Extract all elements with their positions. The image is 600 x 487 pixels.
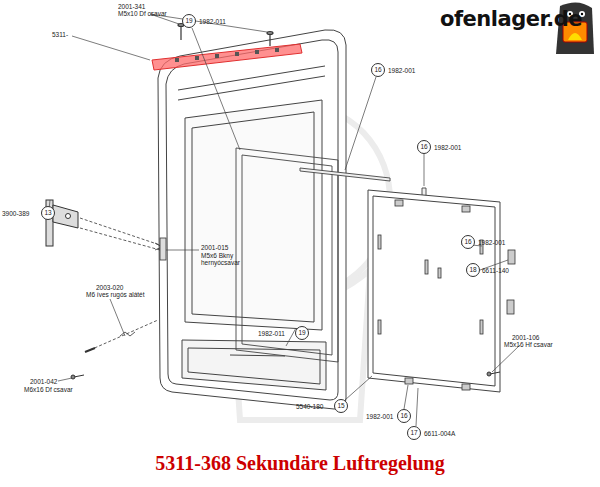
part-label: M6x16 Df csavar <box>24 386 73 393</box>
callout-circle: 13 <box>41 206 55 220</box>
callout-circle: 19 <box>295 326 309 340</box>
callout-circle: 15 <box>334 399 348 413</box>
part-label: 2001-042 <box>30 378 57 385</box>
part-label: 1982-011 <box>199 18 226 25</box>
callout-number: 16 <box>400 413 407 420</box>
logo-text: ofenlager.de <box>440 8 582 31</box>
callout-circle: 18 <box>466 263 480 277</box>
callout-number: 18 <box>469 267 476 274</box>
callout-circle: 16 <box>397 409 411 423</box>
gasket <box>236 148 338 362</box>
callout-number: 16 <box>464 239 471 246</box>
callout-number: 13 <box>44 210 51 217</box>
part-label: 5540-180 <box>296 403 323 410</box>
callout-circle: 16 <box>461 235 475 249</box>
assembly-lines <box>80 218 166 352</box>
part-label: 1982-001 <box>478 239 505 246</box>
bar-slots <box>175 48 279 62</box>
part-label: 2001-341 <box>118 3 145 10</box>
page-title: 5311-368 Sekundäre Luftregelung <box>0 452 600 475</box>
callout-number: 15 <box>337 403 344 410</box>
callout-circle: 17 <box>407 426 421 440</box>
callout-number: 16 <box>374 67 381 74</box>
screw <box>71 5 500 379</box>
part-label: 1982-011 <box>258 330 285 337</box>
glass-clip <box>378 200 515 390</box>
callout-number: 19 <box>298 330 305 337</box>
callout-circle: 19 <box>182 14 196 28</box>
part-label: 3900-389 <box>2 210 29 217</box>
part-label: M6 íves rugós alátét <box>86 291 145 298</box>
part-label: M5x10 Df csavar <box>118 10 167 17</box>
part-label: 1982-001 <box>388 67 415 74</box>
part-label: 2001-106 <box>512 334 539 341</box>
callout-circle: 16 <box>371 63 385 77</box>
callout-number: 19 <box>185 18 192 25</box>
part-label: 2003-020 <box>96 284 123 291</box>
door-frame <box>158 30 346 409</box>
part-label: 2001-015 <box>201 244 228 251</box>
glass-pane <box>368 190 500 392</box>
callout-circle: 16 <box>417 140 431 154</box>
part-label: 5311- <box>52 31 68 38</box>
leader-line <box>48 14 520 426</box>
air-control-bar <box>152 44 302 70</box>
part-label: M5x6 Bkny hernyócsavar <box>201 252 245 266</box>
part-label: 6611-004A <box>424 430 455 437</box>
callout-number: 16 <box>420 144 427 151</box>
part-label: 1982-001 <box>434 144 461 151</box>
callout-number: 17 <box>410 430 417 437</box>
part-label: 6611-140 <box>482 267 509 274</box>
part-label: M5x16 Hf csavar <box>504 341 553 348</box>
part-label: 1982-001 <box>366 413 393 420</box>
